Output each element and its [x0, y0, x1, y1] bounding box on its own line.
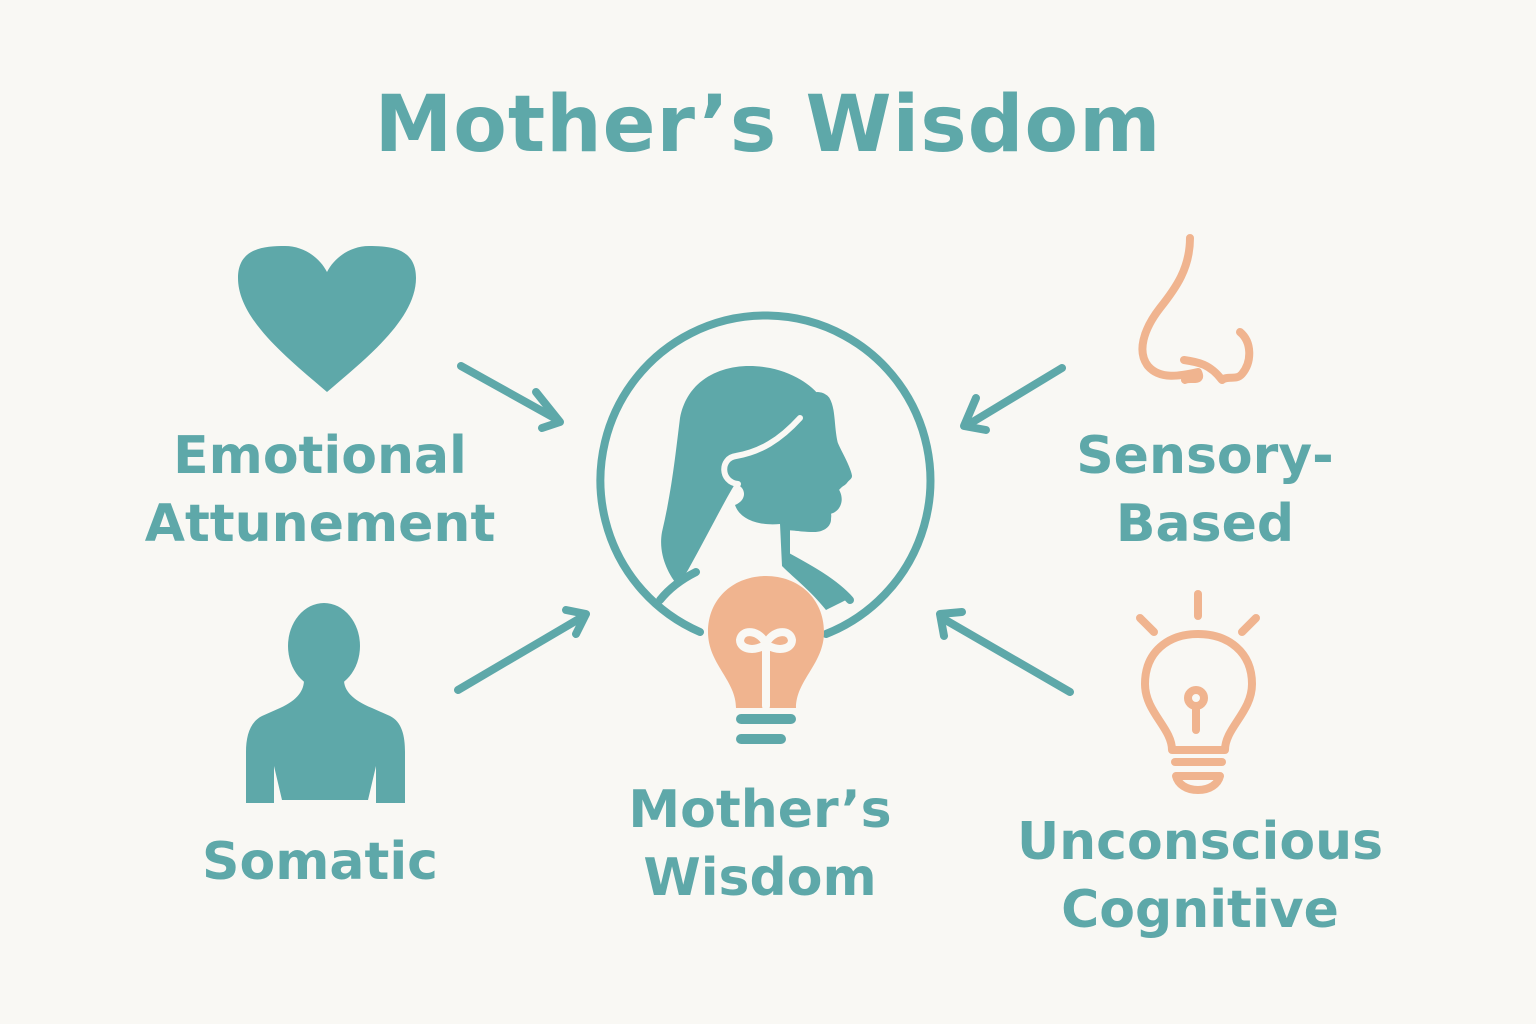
node-label-line: Unconscious [1016, 812, 1384, 872]
lightbulb-icon [1136, 590, 1260, 794]
heart-icon [238, 246, 416, 392]
node-label-line: Cognitive [1061, 880, 1339, 940]
node-label-line: Attunement [144, 494, 496, 554]
center-circle-frame [596, 311, 935, 638]
arrow-sensory-to-center [960, 364, 1066, 434]
node-label-line: Based [1115, 494, 1295, 554]
center-label-line: Wisdom [643, 848, 877, 908]
nose-icon [1138, 234, 1254, 384]
node-label-line: Sensory- [1076, 426, 1334, 486]
arrow-unconscious-to-center [936, 608, 1074, 696]
node-label-line: Somatic [202, 832, 438, 892]
node-label-unconscious-cognitive: Unconscious Cognitive [1000, 808, 1400, 944]
arrow-emotional-to-center [457, 362, 564, 432]
center-lightbulb-icon [708, 576, 824, 744]
node-label-sensory-based: Sensory- Based [1010, 422, 1400, 558]
diagram-title: Mother’s Wisdom [374, 80, 1162, 170]
arrow-somatic-to-center [454, 606, 590, 694]
node-label-somatic: Somatic [130, 828, 510, 896]
node-label-line: Emotional [173, 426, 467, 486]
center-label-line: Mother’s [628, 780, 892, 840]
mother-profile-icon [656, 365, 854, 610]
person-bust-icon [246, 603, 405, 803]
node-label-emotional-attunement: Emotional Attunement [120, 422, 520, 558]
center-label-mothers-wisdom: Mother’s Wisdom [570, 776, 950, 912]
